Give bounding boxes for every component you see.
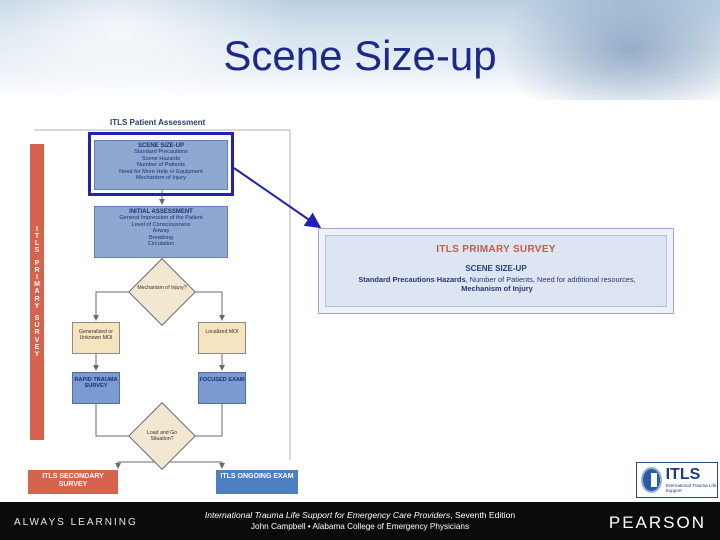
flowchart-title: ITLS Patient Assessment — [110, 118, 206, 127]
sidebar-letter: U — [34, 322, 40, 330]
sidebar-letter: R — [34, 266, 40, 274]
callout-body-bold: Standard Precautions Hazards — [358, 275, 466, 284]
citation-line-2: John Campbell • Alabama College of Emerg… — [250, 522, 470, 531]
focused-exam-box: FOCUSED EXAM — [198, 372, 246, 404]
load-go-decision-label: Load and Go Situation? — [147, 430, 177, 442]
sidebar-letter: L — [34, 240, 40, 248]
callout-body: Standard Precautions Hazards, Number of … — [340, 275, 654, 293]
scene-sizeup-line: Scene Hazards — [141, 155, 181, 162]
scene-sizeup-line: Number of Patients — [137, 162, 185, 169]
sidebar-letter: V — [34, 336, 40, 344]
itls-seal-icon — [641, 467, 662, 493]
connector-8 — [185, 404, 223, 439]
logo-tagline: International Trauma Life Support — [665, 483, 717, 493]
sidebar-letter: R — [34, 329, 40, 337]
initial-assessment-line: Breathing — [149, 234, 173, 241]
connector-3 — [93, 291, 138, 321]
scene-sizeup-box: SCENE SIZE-UP Standard Precautions Scene… — [94, 140, 228, 190]
initial-assessment-line: Circulation — [147, 241, 175, 248]
sidebar-letter: M — [34, 281, 40, 289]
initial-assessment-line: Airway — [152, 228, 170, 235]
connector-4 — [186, 291, 225, 321]
pearson-logo: PEARSON — [608, 513, 706, 532]
secondary-survey-box: ITLS SECONDARY SURVEY — [28, 470, 118, 494]
outer-frame-line — [34, 129, 291, 460]
scene-sizeup-line: Standard Precautions — [134, 149, 188, 156]
sidebar-letter: Y — [34, 302, 40, 310]
slide-title: Scene Size-up — [223, 32, 497, 79]
initial-assessment-box: INITIAL ASSESSMENT General Impression of… — [94, 206, 228, 258]
sidebar-letter: S — [34, 247, 40, 255]
citation-line-1: International Trauma Life Support for Em… — [0, 510, 720, 520]
ongoing-exam-box: ITLS ONGOING EXAM — [216, 470, 298, 494]
callout-body-text: , Number of Patients, Need for additiona… — [465, 275, 636, 284]
primary-survey-callout: ITLS PRIMARY SURVEY SCENE SIZE-UP Standa… — [318, 228, 674, 314]
itls-logo: ITLS International Trauma Life Support — [636, 462, 718, 498]
sidebar-letter: A — [34, 288, 40, 296]
rapid-trauma-survey-box: RAPID TRAUMA SURVEY — [72, 372, 120, 404]
connector-7 — [95, 404, 139, 439]
sidebar-letter: R — [34, 295, 40, 303]
banner-glow — [0, 0, 300, 100]
initial-assessment-line: General Impression of the Patient — [119, 215, 203, 222]
sidebar-letter: Y — [34, 351, 40, 359]
scene-sizeup-highlight — [88, 132, 234, 196]
initial-assessment-line: Level of Consciousness — [131, 221, 191, 228]
moi-decision-label: Mechanism of Injury? — [137, 285, 187, 291]
callout-subtitle: SCENE SIZE-UP — [465, 264, 527, 273]
scene-sizeup-line: Need for More Help or Equipment — [119, 168, 203, 175]
footer-bar: ALWAYS LEARNING International Trauma Lif… — [0, 502, 720, 540]
banner-shade — [500, 0, 720, 100]
always-learning-label: ALWAYS LEARNING — [14, 517, 138, 528]
title-banner — [0, 0, 720, 100]
scene-sizeup-line: Mechanism of Injury — [135, 175, 187, 182]
callout-title: ITLS PRIMARY SURVEY — [436, 244, 556, 255]
localized-moi-box: Localized MOI — [198, 322, 246, 354]
scene-sizeup-heading: SCENE SIZE-UP — [137, 143, 184, 149]
sidebar-letter: I — [36, 225, 38, 233]
sidebar-letter: P — [34, 259, 40, 267]
sidebar-letter: E — [34, 343, 40, 351]
logo-name: ITLS — [665, 466, 701, 483]
initial-assessment-heading: INITIAL ASSESSMENT — [129, 209, 193, 215]
sidebar-letter: T — [34, 232, 40, 240]
callout-inner-panel: ITLS PRIMARY SURVEY SCENE SIZE-UP Standa… — [325, 235, 667, 307]
callout-body-bold: Mechanism of Injury — [461, 284, 533, 293]
citation-book-title: International Trauma Life Support for Em… — [204, 510, 451, 520]
sidebar-letter: I — [36, 273, 38, 281]
citation-edition: , Seventh Edition — [450, 510, 516, 520]
generalized-moi-box: Generalized or Unknown MOI — [72, 322, 120, 354]
connector-10 — [162, 461, 225, 469]
sidebar-letter: S — [34, 315, 40, 322]
